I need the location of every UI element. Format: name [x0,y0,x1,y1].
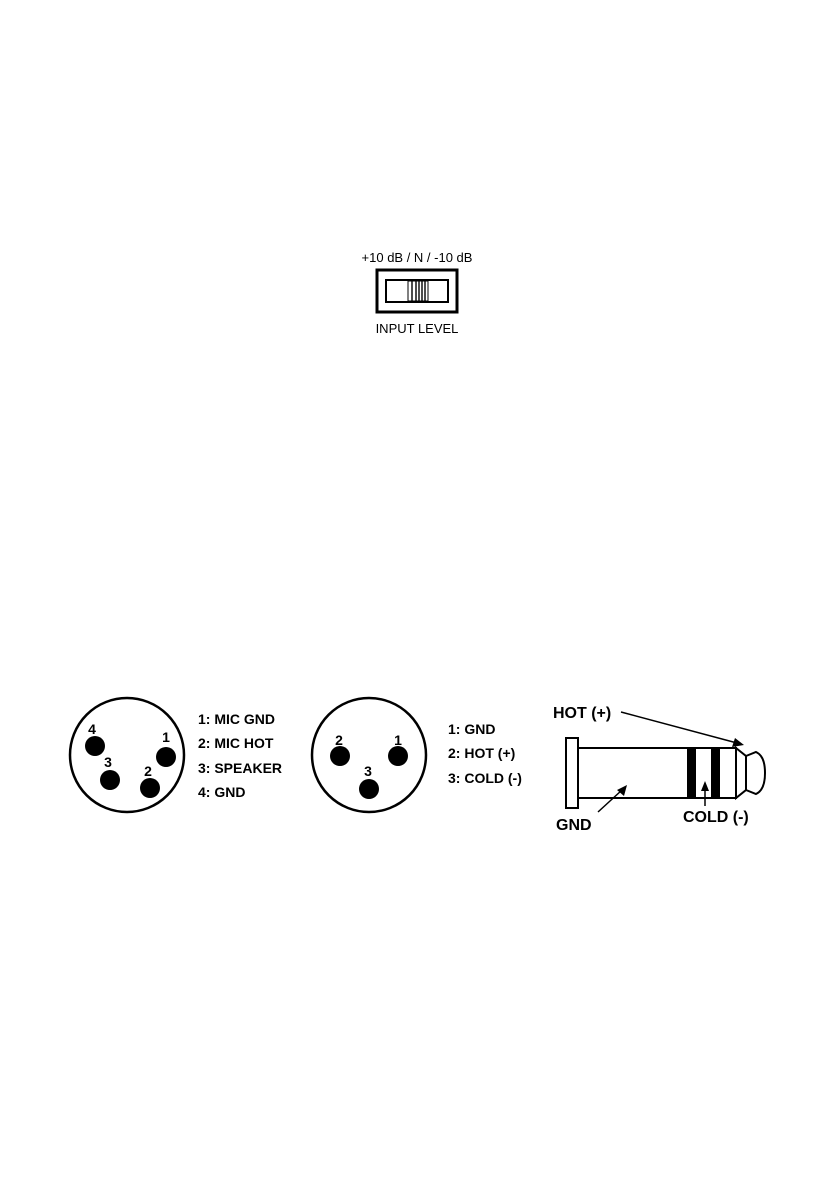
jack-hot-arrow-head [732,738,744,747]
jack-gnd-label: GND [556,817,592,834]
xlr3-pin-3 [359,779,379,799]
switch-bottom-label: INPUT LEVEL [376,321,459,336]
xlr4-pin-label: 2 [144,763,152,779]
xlr4-legend-item: 3: SPEAKER [198,760,282,776]
jack-tip [746,752,765,794]
jack-cold-label: COLD (-) [683,809,749,826]
xlr4-pin-1 [156,747,176,767]
input-level-switch: +10 dB / N / -10 dB INPUT LEVEL [362,250,473,336]
xlr4-pin-label: 1 [162,729,170,745]
xlr4-pin-label: 4 [88,721,96,737]
xlr3-pin-2 [330,746,350,766]
xlr3-connector: 2 1 3 [312,698,426,812]
xlr4-legend-item: 2: MIC HOT [198,735,274,751]
xlr4-legend-item: 4: GND [198,784,245,800]
xlr4-connector: 4 1 3 2 [70,698,184,812]
xlr3-legend-item: 2: HOT (+) [448,745,515,761]
xlr3-pin-label: 2 [335,732,343,748]
jack-hot-callout: HOT (+) [553,705,744,747]
xlr4-pin-4 [85,736,105,756]
xlr4-pin-2 [140,778,160,798]
xlr4-pin-label: 3 [104,754,112,770]
jack-ring-band [711,748,720,798]
switch-top-label: +10 dB / N / -10 dB [362,250,473,265]
jack-flange [566,738,578,808]
jack-ring-band [687,748,696,798]
xlr3-pin-label: 1 [394,732,402,748]
trs-jack-plug [566,738,765,808]
xlr3-legend: 1: GND 2: HOT (+) 3: COLD (-) [448,721,522,786]
xlr4-legend: 1: MIC GND 2: MIC HOT 3: SPEAKER 4: GND [198,711,282,800]
switch-slider [408,281,428,301]
xlr4-pin-3 [100,770,120,790]
xlr3-pin-label: 3 [364,763,372,779]
xlr3-legend-item: 3: COLD (-) [448,770,522,786]
jack-hot-arrow-line [621,712,737,743]
xlr4-legend-item: 1: MIC GND [198,711,275,727]
xlr3-pin-1 [388,746,408,766]
jack-hot-label: HOT (+) [553,705,611,722]
jack-neck [736,748,746,798]
xlr3-legend-item: 1: GND [448,721,495,737]
